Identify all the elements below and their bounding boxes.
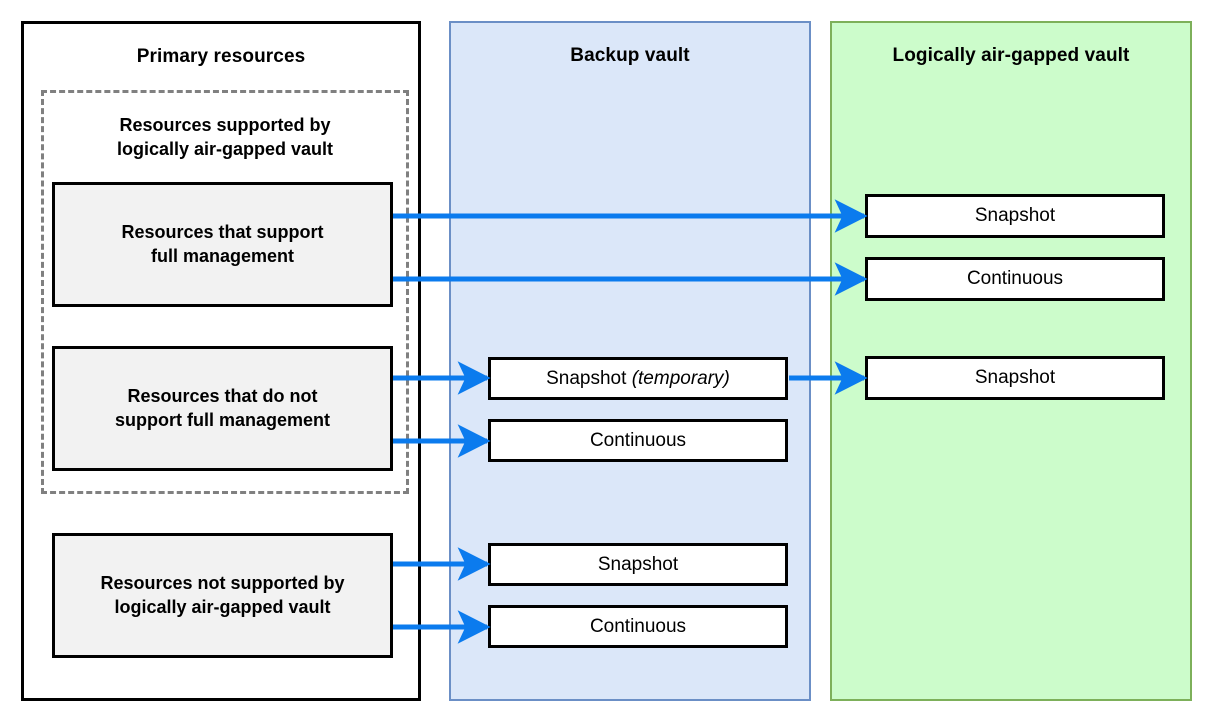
lag-vault-item-snapshot-2-label: Snapshot — [974, 367, 1056, 388]
dashed-group-title-line-2: logically air-gapped vault — [116, 138, 334, 159]
lag-vault-item-snapshot-2[interactable]: Snapshot — [865, 356, 1165, 400]
resource-box-not-full-management-label: Resources that do not support full manag… — [115, 385, 330, 433]
backup-vault-item-continuous-2-label: Continuous — [589, 615, 687, 637]
resource-box-not-full-management-line-2: support full management — [114, 409, 330, 430]
column-title-backup-vault: Backup vault — [570, 45, 690, 66]
lag-vault-item-continuous[interactable]: Continuous — [865, 257, 1165, 301]
dashed-group-title: Resources supported by logically air-gap… — [44, 114, 406, 162]
dashed-group-title-line-1: Resources supported by — [119, 115, 331, 135]
lag-vault-item-continuous-label: Continuous — [966, 268, 1064, 289]
resource-box-not-full-management[interactable]: Resources that do not support full manag… — [52, 346, 393, 471]
backup-vault-item-snapshot-temporary-text: Snapshot — [546, 367, 627, 389]
backup-vault-item-continuous-1[interactable]: Continuous — [488, 419, 788, 462]
resource-box-not-full-management-line-1: Resources that do not — [127, 385, 318, 406]
dashed-group-supported-resources: Resources supported by logically air-gap… — [41, 90, 409, 494]
backup-vault-item-snapshot-temporary-qualifier-text: (temporary) — [631, 367, 730, 389]
column-title-logically-air-gapped-vault: Logically air-gapped vault — [892, 45, 1130, 66]
backup-vault-item-snapshot[interactable]: Snapshot — [488, 543, 788, 586]
resource-box-full-management[interactable]: Resources that support full management — [52, 182, 393, 307]
lag-vault-item-snapshot-1-label: Snapshot — [974, 205, 1056, 226]
column-title-primary-resources: Primary resources — [136, 46, 306, 67]
backup-vault-item-continuous-2[interactable]: Continuous — [488, 605, 788, 648]
resource-box-not-supported[interactable]: Resources not supported by logically air… — [52, 533, 393, 658]
backup-vault-item-snapshot-temporary[interactable]: Snapshot (temporary) — [488, 357, 788, 400]
backup-vault-item-snapshot-label: Snapshot — [597, 553, 679, 575]
resource-box-full-management-line-2: full management — [150, 245, 294, 266]
resource-box-not-supported-line-1: Resources not supported by — [100, 572, 345, 593]
resource-box-full-management-line-1: Resources that support — [121, 221, 324, 242]
resource-box-not-supported-label: Resources not supported by logically air… — [100, 572, 344, 620]
lag-vault-item-snapshot-1[interactable]: Snapshot — [865, 194, 1165, 238]
backup-vault-item-snapshot-temporary-label: Snapshot (temporary) — [546, 368, 730, 390]
resource-box-full-management-label: Resources that support full management — [121, 221, 323, 269]
backup-vault-item-continuous-1-label: Continuous — [589, 429, 687, 451]
resource-box-not-supported-line-2: logically air-gapped vault — [114, 596, 331, 617]
